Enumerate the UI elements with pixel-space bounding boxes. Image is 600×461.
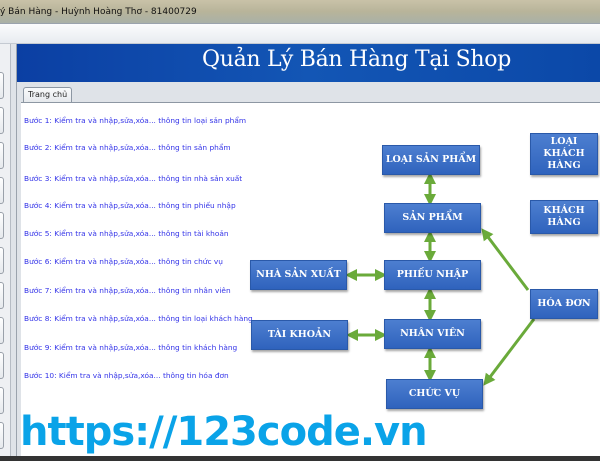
arrow [481, 228, 530, 291]
box-hoa-don: HÓA ĐƠN [530, 289, 598, 319]
sidebar-button[interactable] [0, 422, 4, 449]
sidebar-button[interactable] [0, 177, 4, 204]
step-link[interactable]: Bước 2: Kiểm tra và nhập,sửa,xóa... thôn… [24, 143, 231, 152]
step-link[interactable]: Bước 4: Kiểm tra và nhập,sửa,xóa... thôn… [24, 201, 236, 210]
box-loai-san-pham: LOẠI SẢN PHẨM [382, 145, 480, 175]
sidebar-button[interactable] [0, 142, 4, 169]
box-phieu-nhap: PHIẾU NHẬP [384, 260, 481, 290]
step-link[interactable]: Bước 6: Kiểm tra và nhập,sửa,xóa... thôn… [24, 257, 223, 266]
box-loai-khach-hang: LOẠI KHÁCH HÀNG [530, 133, 598, 175]
sidebar-button[interactable] [0, 247, 4, 274]
step-link[interactable]: Bước 7: Kiểm tra và nhập,sửa,xóa... thôn… [24, 286, 231, 295]
tab-trang-chu[interactable]: Trang chủ [23, 87, 73, 102]
step-link[interactable]: Bước 1: Kiểm tra và nhập,sửa,xóa... thôn… [24, 116, 247, 125]
box-nha-san-xuat: NHÀ SẢN XUẤT [250, 260, 347, 290]
box-khach-hang: KHÁCH HÀNG [530, 200, 598, 234]
box-san-pham: SẢN PHẨM [384, 203, 481, 233]
sidebar-button[interactable] [0, 352, 4, 379]
box-nhan-vien: NHÂN VIÊN [384, 319, 481, 349]
sidebar-button[interactable] [0, 317, 4, 344]
box-chuc-vu: CHỨC VỤ [386, 379, 483, 409]
step-link[interactable]: Bước 8: Kiểm tra và nhập,sửa,xóa... thôn… [24, 314, 253, 323]
sidebar-button[interactable] [0, 72, 4, 99]
sidebar-button[interactable] [0, 107, 4, 134]
step-link[interactable]: Bước 5: Kiểm tra và nhập,sửa,xóa... thôn… [24, 229, 229, 238]
sidebar-button[interactable] [0, 212, 4, 239]
sidebar-button[interactable] [0, 387, 4, 414]
step-link[interactable]: Bước 3: Kiểm tra và nhập,sửa,xóa... thôn… [24, 174, 243, 183]
page-title: Quản Lý Bán Hàng Tại Shop [202, 47, 512, 72]
window-title: ý Bán Hàng - Huỳnh Hoàng Thơ - 81400729 [0, 7, 197, 17]
menu-bar [0, 24, 600, 44]
sidebar [0, 44, 11, 461]
header-banner: Quản Lý Bán Hàng Tại Shop [17, 44, 600, 82]
bottom-border [0, 456, 600, 461]
arrow [483, 318, 536, 386]
box-tai-khoan: TÀI KHOẢN [251, 320, 348, 350]
watermark: https://123code.vn [20, 409, 428, 455]
step-link[interactable]: Bước 9: Kiểm tra và nhập,sửa,xóa... thôn… [24, 343, 238, 352]
step-link[interactable]: Bước 10: Kiểm tra và nhập,sửa,xóa... thô… [24, 371, 229, 380]
sidebar-button[interactable] [0, 282, 4, 309]
title-bar: ý Bán Hàng - Huỳnh Hoàng Thơ - 81400729 [0, 0, 600, 24]
